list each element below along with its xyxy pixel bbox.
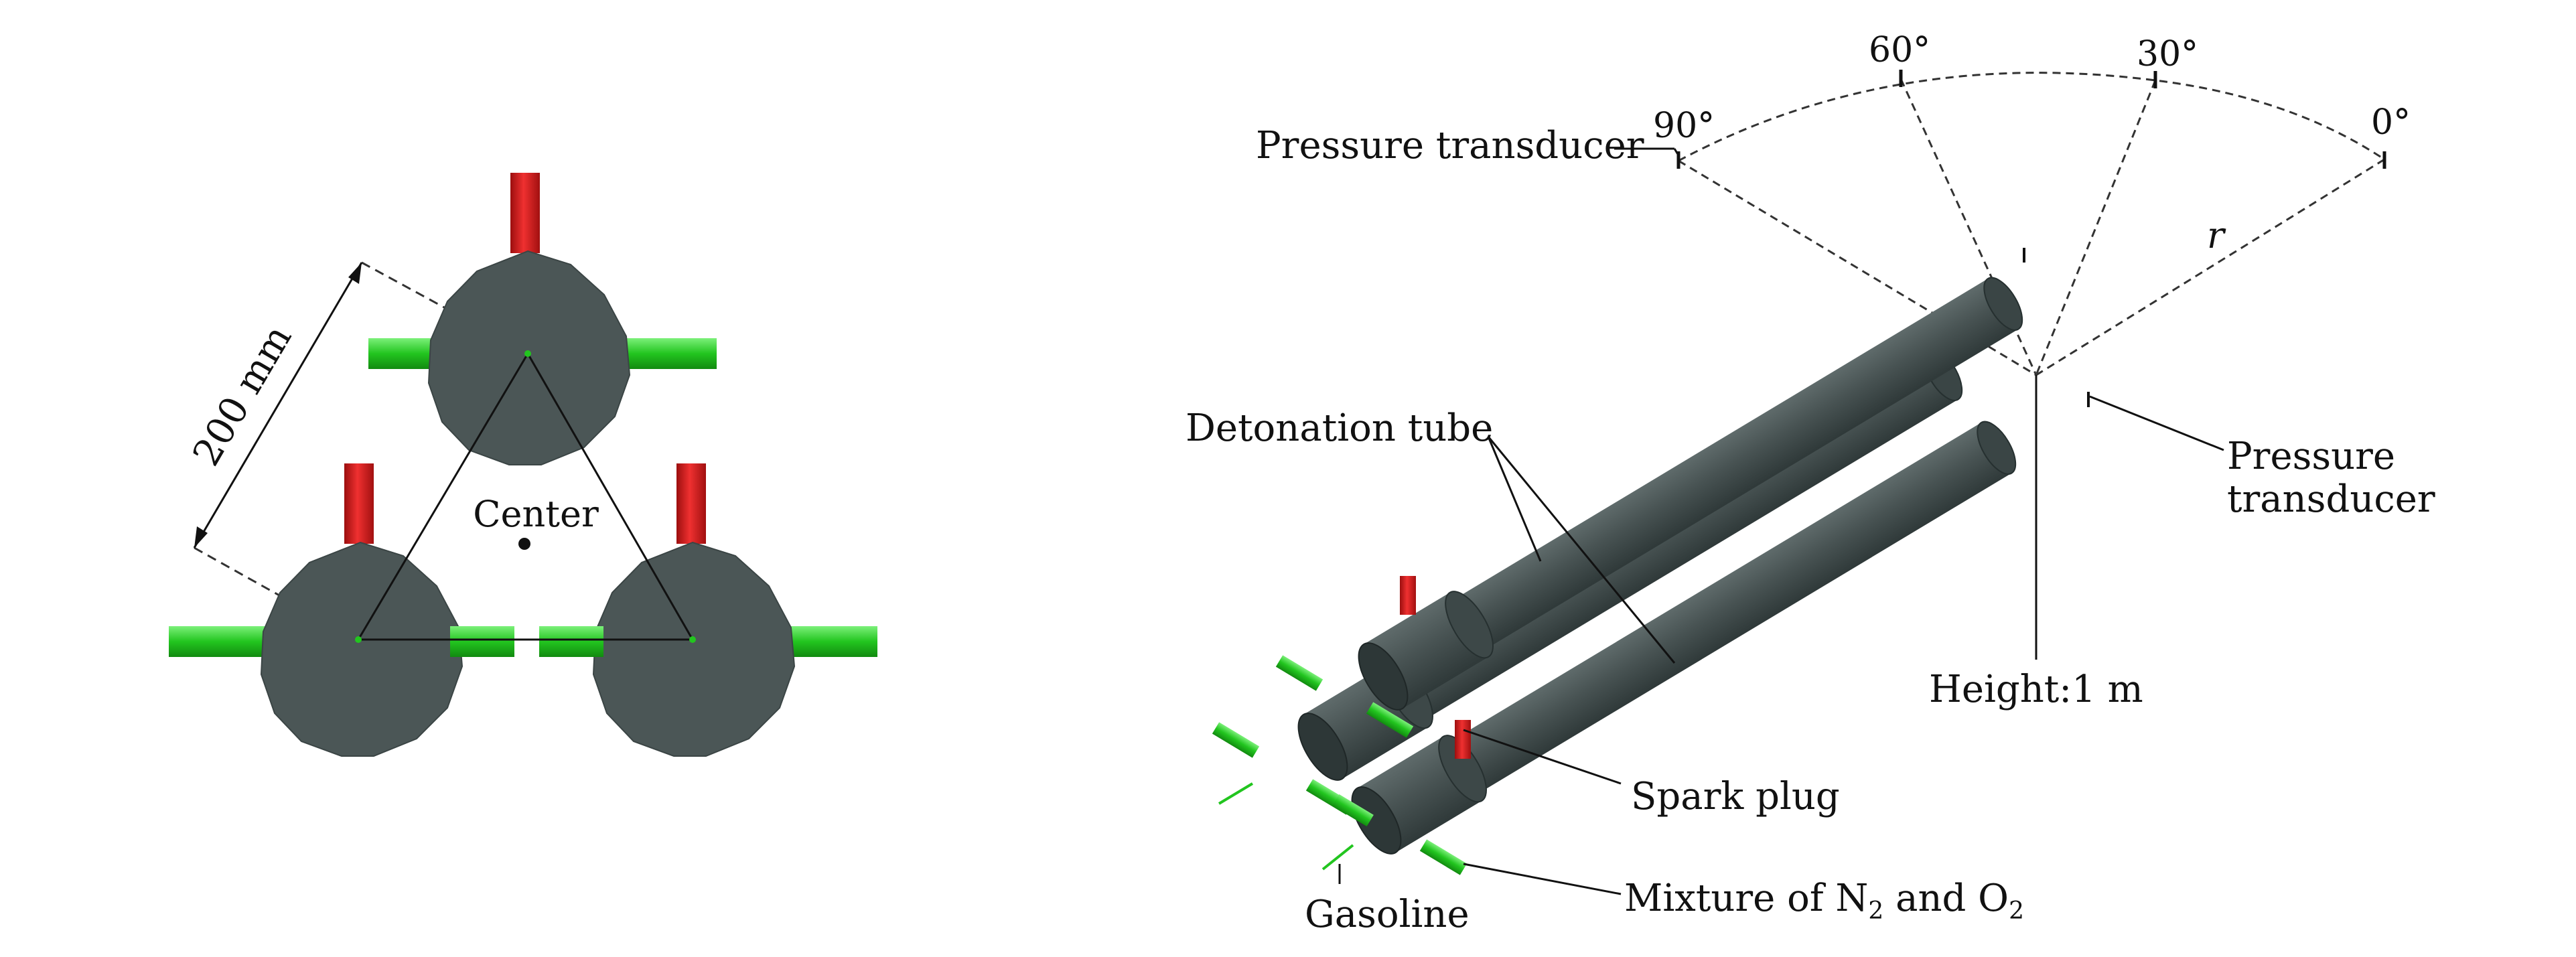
dimension-arrow-top	[348, 263, 362, 284]
label-spark-plug: Spark plug	[1631, 775, 1840, 818]
dimension-line	[193, 262, 363, 548]
label-height: Height:1 m	[1929, 668, 2143, 711]
inlet-left-inner-front	[450, 626, 514, 657]
mixture-prefix: Mixture of N	[1624, 877, 1868, 920]
tube-center-left	[355, 636, 362, 643]
inlet-stub-5	[1332, 794, 1374, 827]
label-detonation-tube: Detonation tube	[1186, 407, 1493, 450]
leader-detonation-2	[1487, 436, 1676, 664]
mixture-sub2: 2	[2009, 897, 2024, 925]
spark-plug-upper	[510, 173, 540, 253]
inlet-stubs-3d	[1212, 655, 1468, 875]
label-mixture: Mixture of N2 and O2	[1624, 877, 2024, 925]
spark-plug-left	[344, 463, 374, 544]
radial-line-30	[2035, 80, 2157, 376]
inlet-stub-1	[1275, 655, 1323, 691]
angle-label-60: 60°	[1869, 30, 1930, 70]
spark-plug-lower-tube	[1455, 720, 1471, 759]
gasoline-pipe-1	[1218, 782, 1254, 805]
center-triangle	[356, 352, 695, 641]
spark-plug-right	[676, 463, 706, 544]
tube-top-view-upper	[368, 173, 717, 465]
label-pressure-transducer-top: Pressure transducer	[1256, 124, 1644, 167]
label-pressure-right-2: transducer	[2227, 477, 2435, 521]
tube-disc-upper	[427, 250, 631, 465]
inlet-stub-6	[1419, 839, 1468, 875]
tube-top-view-left	[169, 463, 514, 757]
left-top-view: Center 200 mm	[169, 173, 877, 757]
leader-detonation-1	[1487, 436, 1542, 562]
dimension-arrow-bottom	[194, 526, 208, 548]
leader-pressure-right	[2089, 395, 2224, 451]
spark-plug-upper-tube	[1400, 576, 1416, 615]
center-label: Center	[473, 493, 599, 535]
leader-mixture	[1463, 863, 1622, 895]
leader-pressure-top-2	[1673, 148, 1680, 156]
label-gasoline: Gasoline	[1305, 893, 1470, 936]
radial-line-0	[2035, 158, 2385, 376]
gasoline-pipe-2	[1321, 844, 1354, 871]
inlet-left-outer	[169, 626, 276, 657]
tube-disc-left	[260, 541, 463, 757]
right-perspective-view: 90° 60° 30° 0° r	[1186, 30, 2435, 936]
tube-disc-right	[592, 541, 796, 757]
tube-center-upper	[524, 350, 531, 357]
tube-center-right	[689, 636, 696, 643]
mixture-sub1: 2	[1868, 897, 1883, 925]
leader-spark-plug	[1463, 729, 1622, 785]
tube-top-view-right	[539, 463, 877, 757]
angle-label-90: 90°	[1653, 106, 1715, 146]
inlet-stub-3	[1212, 722, 1260, 758]
radius-label: r	[2207, 214, 2226, 256]
label-pressure-right-1: Pressure	[2227, 435, 2395, 478]
inlet-stub-2	[1366, 702, 1414, 738]
angle-label-0: 0°	[2371, 102, 2411, 143]
radial-line-90	[1678, 159, 2037, 376]
angle-label-30: 30°	[2137, 34, 2198, 74]
inlet-right-inner-front	[539, 626, 603, 657]
measurement-arc	[1678, 72, 2385, 162]
center-dot	[518, 538, 530, 550]
mixture-middle: and O	[1883, 877, 2009, 920]
